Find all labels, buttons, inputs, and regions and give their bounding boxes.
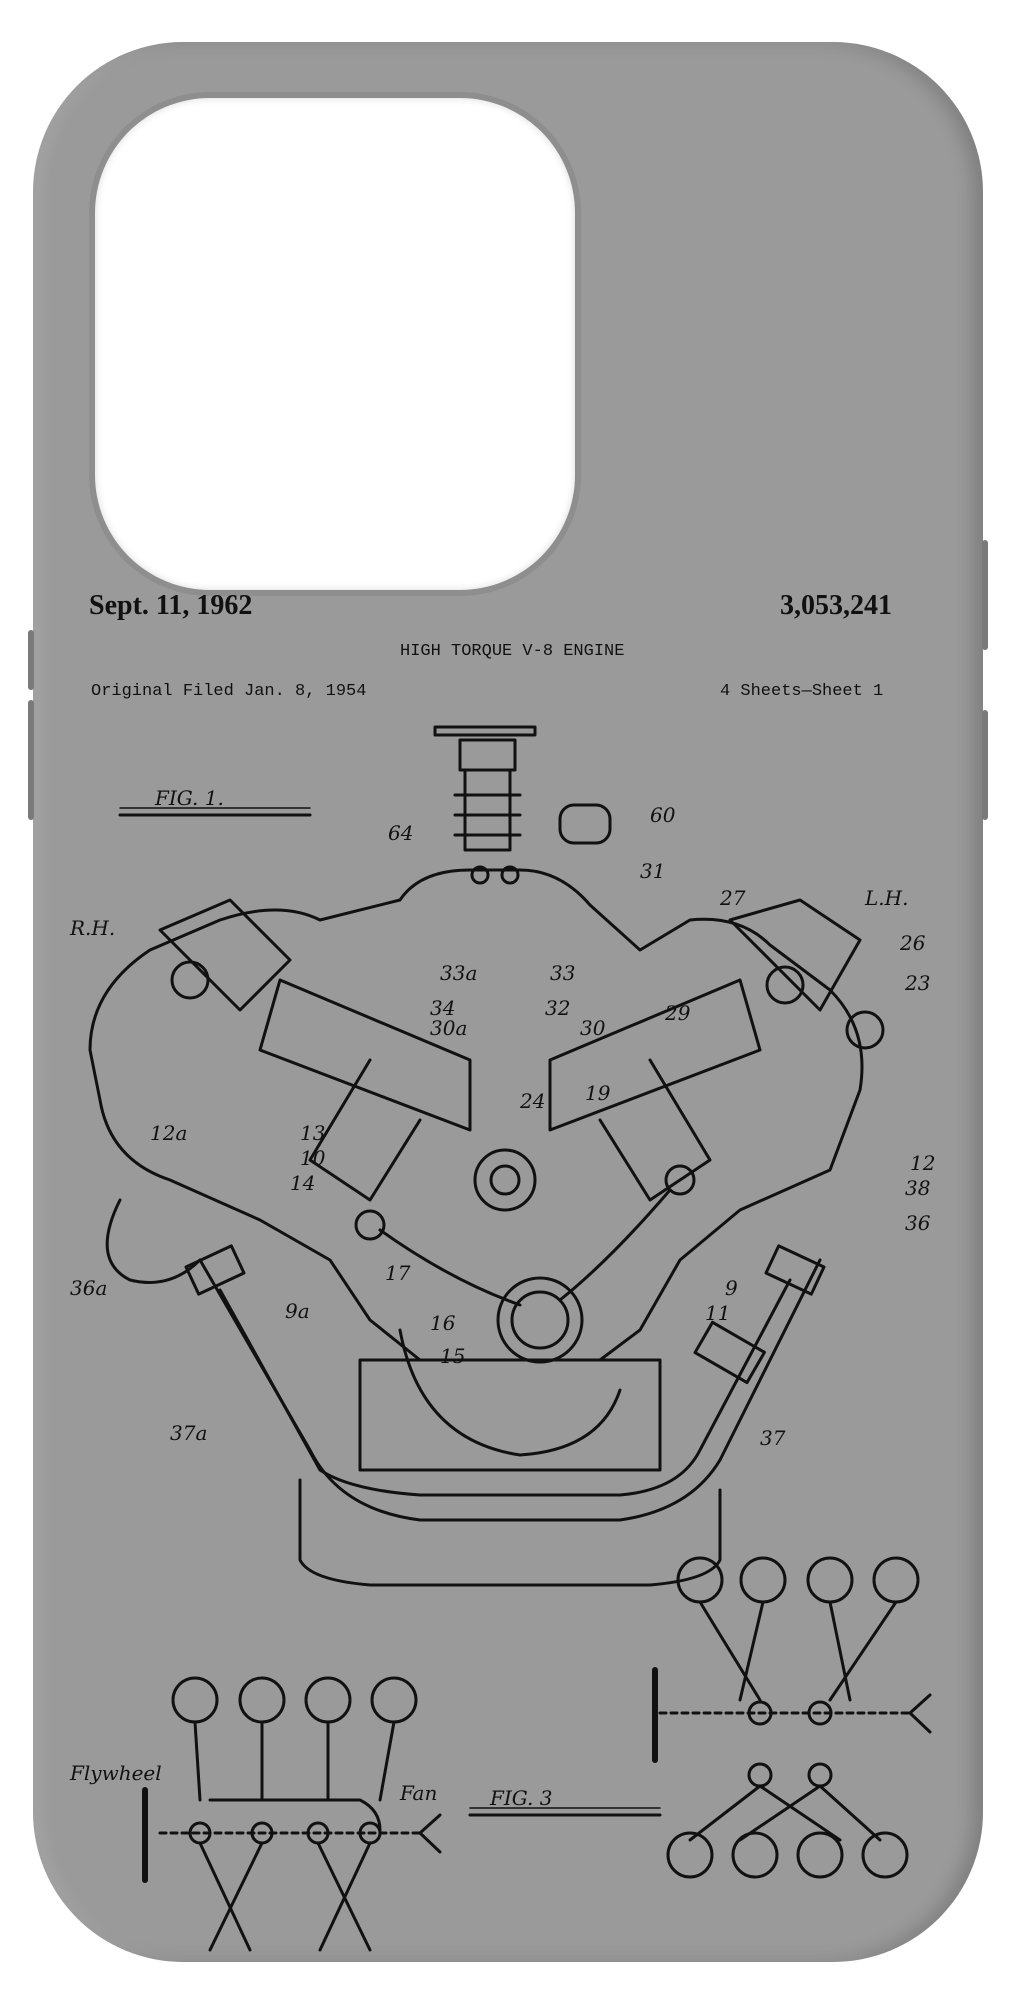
camera-cutout — [95, 98, 575, 590]
side-button-mute — [28, 630, 34, 690]
engine-block — [88, 868, 885, 1472]
label-fan: Fan — [399, 1781, 437, 1805]
label-37a: 37a — [170, 1421, 207, 1445]
label-16: 16 — [430, 1311, 456, 1335]
label-14: 14 — [290, 1171, 315, 1195]
label-38: 38 — [905, 1176, 930, 1200]
label-27: 27 — [719, 886, 746, 910]
label-23: 23 — [904, 971, 930, 995]
label-12a: 12a — [150, 1121, 187, 1145]
side-button-volume-up — [28, 700, 34, 820]
firing-order-diagram-left — [142, 1676, 442, 1952]
label-32: 32 — [545, 996, 570, 1020]
label-26: 26 — [899, 931, 926, 955]
label-rh: R.H. — [69, 916, 115, 940]
label-12: 12 — [910, 1151, 935, 1175]
label-17: 17 — [385, 1261, 411, 1285]
label-36a: 36a — [70, 1276, 107, 1300]
firing-order-diagram-right — [652, 1556, 932, 1879]
fig1-caption: FIG. 1. — [154, 786, 224, 810]
fig3-caption-lines — [468, 1807, 662, 1817]
label-29: 29 — [664, 1001, 691, 1025]
patent-title: HIGH TORQUE V-8 ENGINE — [400, 642, 625, 661]
exhaust-pipes — [105, 1198, 826, 1587]
label-36: 36 — [905, 1211, 931, 1235]
label-24: 24 — [519, 1089, 545, 1113]
patent-sheet-number: 4 Sheets—Sheet 1 — [720, 682, 884, 701]
label-13: 13 — [300, 1121, 325, 1145]
label-64: 64 — [388, 821, 413, 845]
side-button-power — [982, 540, 988, 650]
patent-number: 3,053,241 — [780, 590, 892, 621]
side-button-camera-control — [982, 710, 988, 820]
label-37: 37 — [760, 1426, 786, 1450]
label-15: 15 — [440, 1344, 465, 1368]
carburetor-stack — [433, 725, 612, 885]
label-10: 10 — [300, 1146, 326, 1170]
label-31: 31 — [640, 859, 665, 883]
label-33: 33 — [550, 961, 575, 985]
label-30: 30 — [580, 1016, 606, 1040]
label-9: 9 — [725, 1276, 738, 1300]
label-34: 34 — [430, 996, 455, 1020]
patent-date: Sept. 11, 1962 — [89, 590, 253, 621]
label-flywheel: Flywheel — [69, 1761, 162, 1785]
fig1-caption-lines — [118, 807, 312, 817]
label-30a: 30a — [430, 1016, 467, 1040]
label-33a: 33a — [440, 961, 477, 985]
label-lh: L.H. — [864, 886, 908, 910]
label-11: 11 — [705, 1301, 730, 1325]
fig3-caption: FIG. 3 — [489, 1786, 552, 1810]
label-9a: 9a — [285, 1299, 310, 1323]
label-19: 19 — [585, 1081, 611, 1105]
patent-filed-date: Original Filed Jan. 8, 1954 — [91, 682, 367, 701]
label-60: 60 — [650, 803, 676, 827]
